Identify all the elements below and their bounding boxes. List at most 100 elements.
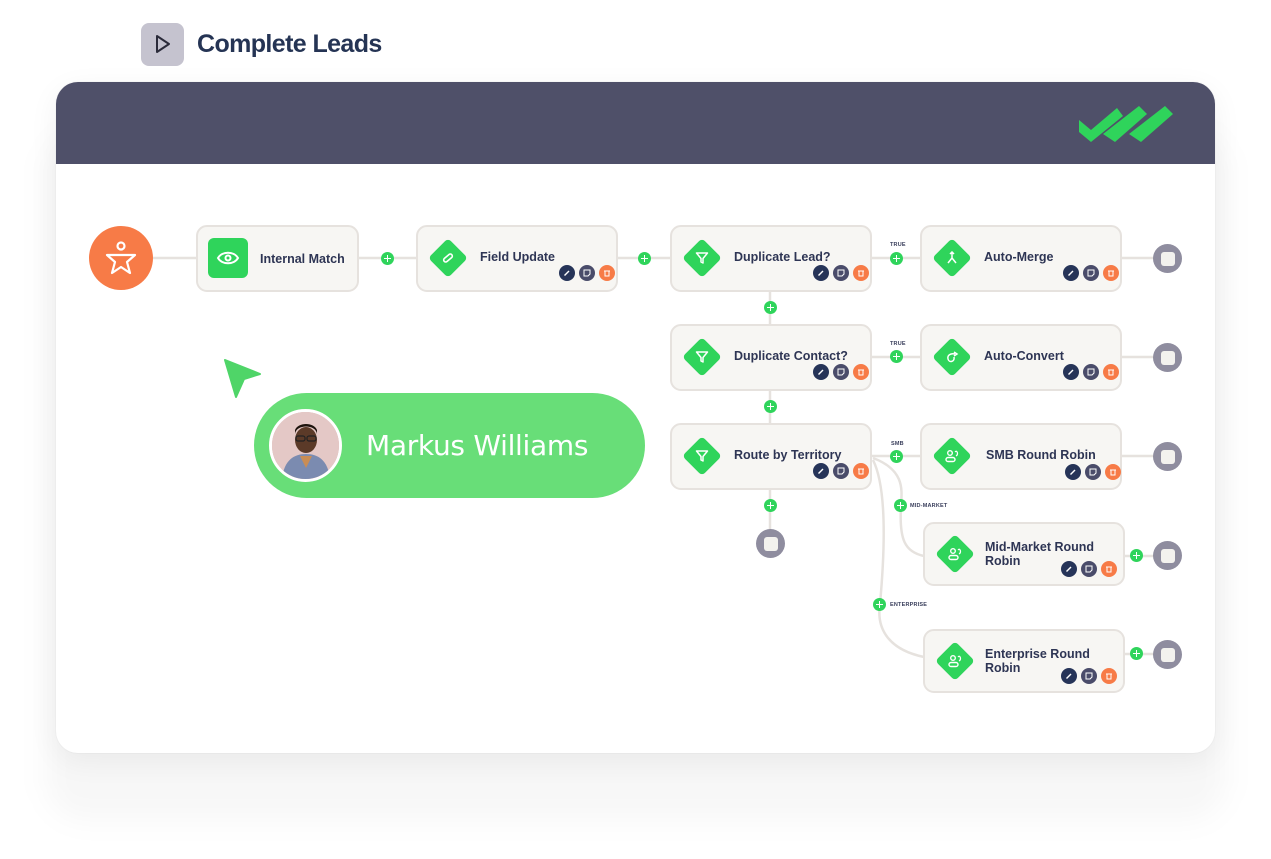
node-smb-round-robin[interactable]: SMB Round Robin bbox=[920, 423, 1122, 490]
delete-icon bbox=[1110, 469, 1116, 476]
add-step-button[interactable] bbox=[1130, 549, 1143, 562]
node-field-update[interactable]: Field Update bbox=[416, 225, 618, 292]
start-trigger-node[interactable] bbox=[89, 226, 153, 290]
note-button[interactable] bbox=[833, 364, 849, 380]
note-button[interactable] bbox=[579, 265, 595, 281]
node-internal-match[interactable]: Internal Match bbox=[196, 225, 359, 292]
node-duplicate-contact[interactable]: Duplicate Contact? bbox=[670, 324, 872, 391]
edit-button[interactable] bbox=[813, 463, 829, 479]
end-node[interactable] bbox=[1153, 442, 1182, 471]
node-duplicate-lead[interactable]: Duplicate Lead? bbox=[670, 225, 872, 292]
edit-button[interactable] bbox=[1061, 561, 1077, 577]
node-auto-merge[interactable]: Auto-Merge bbox=[920, 225, 1122, 292]
edit-button[interactable] bbox=[813, 265, 829, 281]
edit-button[interactable] bbox=[1061, 668, 1077, 684]
edit-button[interactable] bbox=[813, 364, 829, 380]
edit-button[interactable] bbox=[1063, 364, 1079, 380]
delete-icon bbox=[1106, 566, 1112, 573]
node-label: Route by Territory bbox=[734, 448, 842, 462]
node-auto-convert[interactable]: Auto-Convert bbox=[920, 324, 1122, 391]
add-step-button[interactable] bbox=[890, 252, 903, 265]
note-icon bbox=[583, 269, 591, 277]
add-step-button[interactable] bbox=[764, 499, 777, 512]
node-mid-market-round-robin[interactable]: Mid-Market Round Robin bbox=[923, 522, 1125, 586]
note-button[interactable] bbox=[1081, 668, 1097, 684]
node-route-by-territory[interactable]: Route by Territory bbox=[670, 423, 872, 490]
node-enterprise-round-robin[interactable]: Enterprise Round Robin bbox=[923, 629, 1125, 693]
delete-button[interactable] bbox=[1105, 464, 1121, 480]
note-icon bbox=[837, 368, 845, 376]
convert-arrow-icon bbox=[947, 351, 959, 363]
note-button[interactable] bbox=[833, 265, 849, 281]
edit-icon bbox=[564, 270, 570, 276]
add-step-button[interactable] bbox=[381, 252, 394, 265]
delete-icon bbox=[858, 369, 864, 376]
add-step-button[interactable] bbox=[764, 301, 777, 314]
note-icon bbox=[1087, 269, 1095, 277]
delete-button[interactable] bbox=[853, 265, 869, 281]
note-button[interactable] bbox=[1081, 561, 1097, 577]
round-robin-icon-wrap bbox=[935, 641, 975, 681]
note-button[interactable] bbox=[1083, 265, 1099, 281]
delete-icon bbox=[1108, 270, 1114, 277]
node-label: Mid-Market Round Robin bbox=[985, 540, 1095, 568]
node-label: Enterprise Round Robin bbox=[985, 647, 1090, 675]
delete-icon bbox=[858, 468, 864, 475]
end-node[interactable] bbox=[1153, 244, 1182, 273]
delete-button[interactable] bbox=[1103, 364, 1119, 380]
round-robin-icon bbox=[945, 450, 959, 463]
note-button[interactable] bbox=[833, 463, 849, 479]
node-actions bbox=[1061, 561, 1117, 577]
edit-button[interactable] bbox=[559, 265, 575, 281]
user-avatar bbox=[269, 409, 342, 482]
round-robin-icon-wrap bbox=[932, 436, 972, 476]
end-node[interactable] bbox=[1153, 541, 1182, 570]
filter-icon-wrap bbox=[682, 238, 722, 278]
eye-icon-box bbox=[208, 238, 248, 278]
delete-button[interactable] bbox=[1101, 561, 1117, 577]
node-actions bbox=[1065, 464, 1121, 480]
add-step-button[interactable] bbox=[873, 598, 886, 611]
delete-button[interactable] bbox=[599, 265, 615, 281]
node-actions bbox=[813, 364, 869, 380]
note-button[interactable] bbox=[1083, 364, 1099, 380]
edit-button[interactable] bbox=[1063, 265, 1079, 281]
delete-icon bbox=[604, 270, 610, 277]
end-node[interactable] bbox=[1153, 343, 1182, 372]
delete-button[interactable] bbox=[1101, 668, 1117, 684]
delete-icon bbox=[1106, 673, 1112, 680]
delete-button[interactable] bbox=[853, 463, 869, 479]
node-actions bbox=[559, 265, 615, 281]
delete-button[interactable] bbox=[1103, 265, 1119, 281]
play-icon bbox=[155, 35, 170, 53]
note-icon bbox=[837, 269, 845, 277]
node-label: Duplicate Lead? bbox=[734, 250, 831, 264]
edit-icon bbox=[818, 369, 824, 375]
edit-button[interactable] bbox=[1065, 464, 1081, 480]
play-button[interactable] bbox=[141, 22, 184, 66]
add-step-button[interactable] bbox=[1130, 647, 1143, 660]
note-icon bbox=[1089, 468, 1097, 476]
node-label: Duplicate Contact? bbox=[734, 349, 848, 363]
node-label: Auto-Merge bbox=[984, 250, 1054, 264]
edit-icon bbox=[1066, 566, 1072, 572]
round-robin-icon-wrap bbox=[935, 534, 975, 574]
node-actions bbox=[1061, 668, 1117, 684]
add-step-button[interactable] bbox=[890, 350, 903, 363]
add-step-button[interactable] bbox=[764, 400, 777, 413]
add-step-button[interactable] bbox=[890, 450, 903, 463]
end-node[interactable] bbox=[756, 529, 785, 558]
filter-icon-wrap bbox=[682, 337, 722, 377]
delete-icon bbox=[1108, 369, 1114, 376]
user-presence-pill[interactable]: Markus Williams bbox=[254, 393, 645, 498]
add-step-button[interactable] bbox=[894, 499, 907, 512]
edit-icon bbox=[818, 270, 824, 276]
convert-icon-wrap bbox=[932, 337, 972, 377]
end-node[interactable] bbox=[1153, 640, 1182, 669]
add-step-button[interactable] bbox=[638, 252, 651, 265]
note-button[interactable] bbox=[1085, 464, 1101, 480]
triple-checkmark-logo bbox=[1079, 106, 1173, 142]
page-header: Complete Leads bbox=[141, 22, 382, 66]
delete-button[interactable] bbox=[853, 364, 869, 380]
node-actions bbox=[813, 463, 869, 479]
